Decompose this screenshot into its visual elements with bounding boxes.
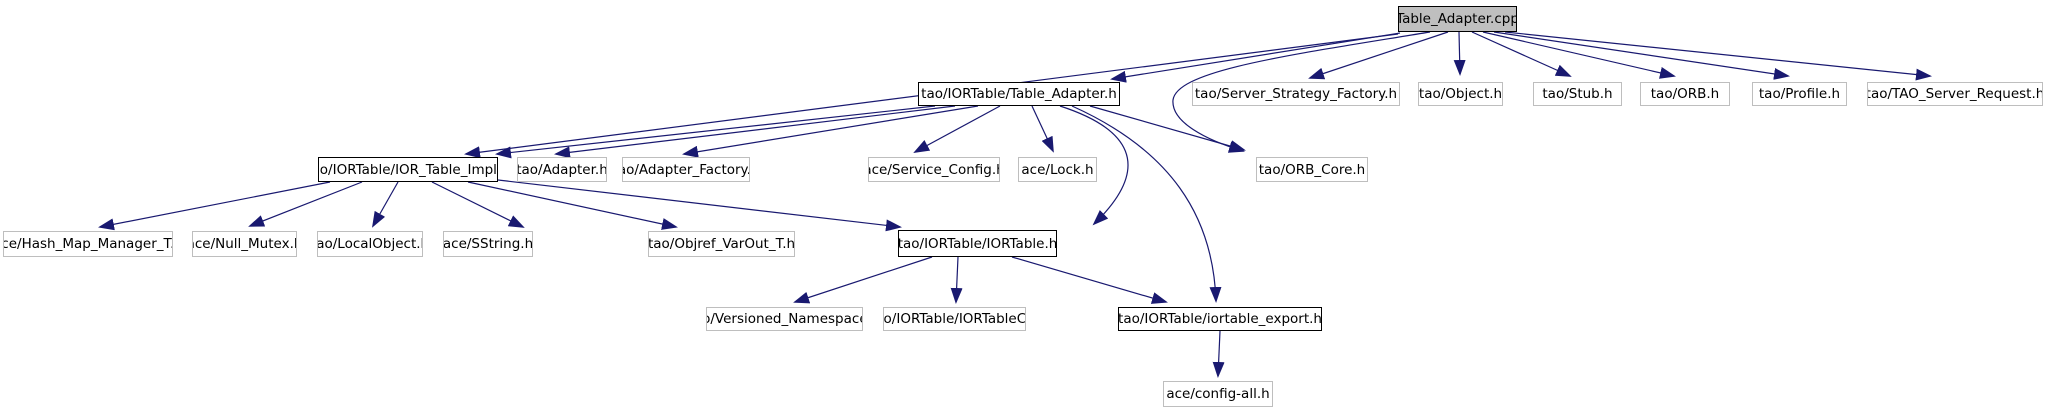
- edge-iortable-h--iortablec-h: [950, 256, 963, 304]
- graph-node-versioned-namespace-h[interactable]: tao/Versioned_Namespace.h: [706, 307, 863, 331]
- edge-ior-table-impl-h--iortable-h: [497, 179, 902, 232]
- edge-group: [98, 31, 1932, 378]
- graph-node-local-object-h[interactable]: tao/LocalObject.h: [317, 231, 423, 257]
- graph-node-null-mutex-h[interactable]: ace/Null_Mutex.h: [192, 231, 297, 257]
- graph-node-lock-h[interactable]: ace/Lock.h: [1018, 157, 1097, 182]
- graph-node-orb-core-h[interactable]: tao/ORB_Core.h: [1256, 157, 1368, 182]
- graph-node-table-adapter-h[interactable]: tao/IORTable/Table_Adapter.h: [918, 82, 1120, 106]
- graph-node-tao-server-request-h[interactable]: tao/TAO_Server_Request.h: [1867, 82, 2043, 106]
- edge-table-adapter-h--iortable-export-h: [1071, 105, 1222, 303]
- graph-node-service-config-h[interactable]: ace/Service_Config.h: [868, 157, 1000, 182]
- edge-table-adapter-h--adapter-h: [554, 105, 956, 159]
- graph-node-iortablec-h[interactable]: tao/IORTable/IORTableC.h: [883, 307, 1026, 331]
- graph-node-adapter-h[interactable]: tao/Adapter.h: [517, 157, 607, 182]
- edge-table-adapter-cpp--object-h: [1453, 31, 1466, 76]
- edge-table-adapter-h--lock-h: [1031, 105, 1054, 153]
- graph-node-hash-map-manager-t-h[interactable]: ace/Hash_Map_Manager_T.h: [3, 231, 173, 257]
- graph-node-server-strategy-factory-h[interactable]: tao/Server_Strategy_Factory.h: [1192, 82, 1400, 106]
- edge-ior-table-impl-h--null-mutex-h: [248, 181, 363, 227]
- graph-node-iortable-export-h[interactable]: tao/IORTable/iortable_export.h: [1118, 307, 1322, 331]
- edge-ior-table-impl-h--sstring-h: [431, 181, 525, 228]
- graph-node-config-all-h[interactable]: ace/config-all.h: [1163, 381, 1273, 407]
- edge-table-adapter-h--service-config-h: [913, 105, 1001, 153]
- edge-table-adapter-h--adapter-factory-h: [682, 105, 979, 158]
- edge-table-adapter-h--ior-table-impl-h: [495, 105, 936, 159]
- graph-node-stub-h[interactable]: tao/Stub.h: [1533, 82, 1622, 106]
- graph-node-objref-varout-t-h[interactable]: tao/Objref_VarOut_T.h: [648, 231, 795, 257]
- edge-table-adapter-cpp--profile-h: [1493, 31, 1790, 80]
- edge-iortable-export-h--config-all-h: [1212, 330, 1225, 378]
- edge-table-adapter-cpp--orb-h: [1482, 31, 1676, 79]
- edge-ior-table-impl-h--local-object-h: [372, 181, 399, 228]
- edge-table-adapter-cpp--server-strategy-factory-h: [1308, 31, 1449, 80]
- edge-iortable-h--versioned-namespace-h: [793, 256, 933, 304]
- edge-table-adapter-h--orb-core-h: [1089, 105, 1246, 152]
- edge-table-adapter-cpp--tao-server-request-h: [1504, 31, 1932, 81]
- graph-node-ior-table-impl-h[interactable]: tao/IORTable/IOR_Table_Impl.h: [318, 157, 498, 182]
- graph-node-iortable-h[interactable]: tao/IORTable/IORTable.h: [898, 230, 1057, 257]
- graph-node-sstring-h[interactable]: ace/SString.h: [443, 231, 533, 257]
- graph-node-object-h[interactable]: tao/Object.h: [1418, 82, 1503, 106]
- edge-iortable-h--iortable-export-h: [1011, 256, 1168, 304]
- edge-table-adapter-h--iortable-h: [1059, 105, 1129, 226]
- graph-node-orb-h[interactable]: tao/ORB.h: [1640, 82, 1730, 106]
- graph-node-adapter-factory-h[interactable]: tao/Adapter_Factory.h: [622, 157, 750, 182]
- edge-table-adapter-cpp--stub-h: [1471, 31, 1572, 77]
- edge-table-adapter-cpp--orb-core-h: [1172, 31, 1431, 153]
- graph-node-table-adapter-cpp: Table_Adapter.cpp: [1398, 6, 1517, 32]
- edge-ior-table-impl-h--hash-map-manager-t-h: [98, 181, 331, 231]
- edge-ior-table-impl-h--objref-varout-t-h: [467, 181, 678, 230]
- graph-node-profile-h[interactable]: tao/Profile.h: [1752, 82, 1847, 106]
- edge-table-adapter-cpp--table-adapter-h: [1110, 32, 1401, 83]
